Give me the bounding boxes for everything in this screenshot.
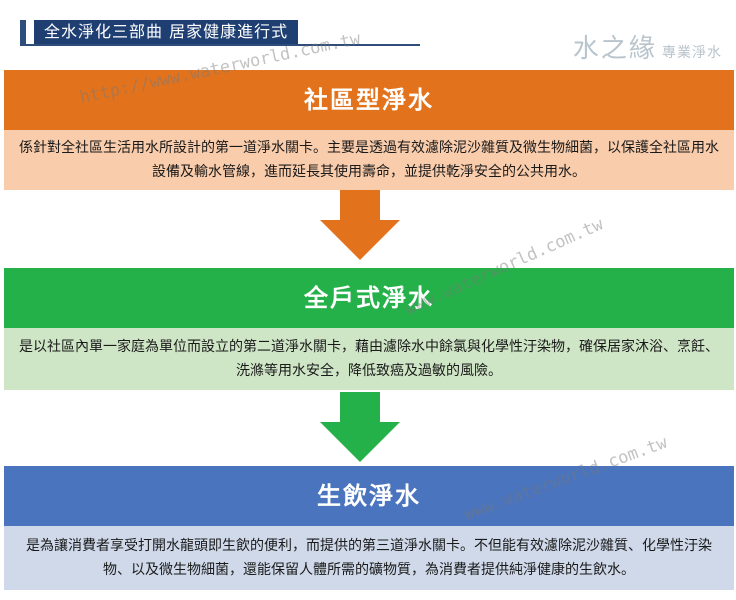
stage-1-header: 社區型淨水 (4, 70, 734, 130)
stage-1-description: 係針對全社區生活用水所設計的第一道淨水關卡。主要是透過有效濾除泥沙雜質及微生物細… (4, 130, 734, 190)
brand-name: 水之緣 (572, 34, 657, 64)
header-underline (20, 44, 420, 46)
down-arrow-1 (320, 190, 400, 260)
stage-3-header: 生飲淨水 (4, 466, 734, 526)
brand-subtitle: 專業淨水 (662, 45, 722, 61)
brand-logo: 水之緣 專業淨水 (573, 28, 722, 65)
page-title: 全水淨化三部曲 居家健康進行式 (34, 20, 299, 44)
stage-2-title: 全戶式淨水 (304, 284, 434, 312)
stage-2-header: 全戶式淨水 (4, 268, 734, 328)
stage-2-description: 是以社區內單一家庭為單位而設立的第二道淨水關卡，藉由濾除水中餘氯與化學性汙染物，… (4, 328, 734, 390)
header: 全水淨化三部曲 居家健康進行式 (20, 18, 420, 48)
header-accent-bar (20, 20, 26, 44)
down-arrow-2 (320, 392, 400, 462)
stage-1-title: 社區型淨水 (304, 86, 434, 114)
stage-3-description: 是為讓消費者享受打開水龍頭即生飲的便利，而提供的第三道淨水關卡。不但能有效濾除泥… (4, 526, 734, 590)
stage-3-title: 生飲淨水 (317, 482, 421, 510)
